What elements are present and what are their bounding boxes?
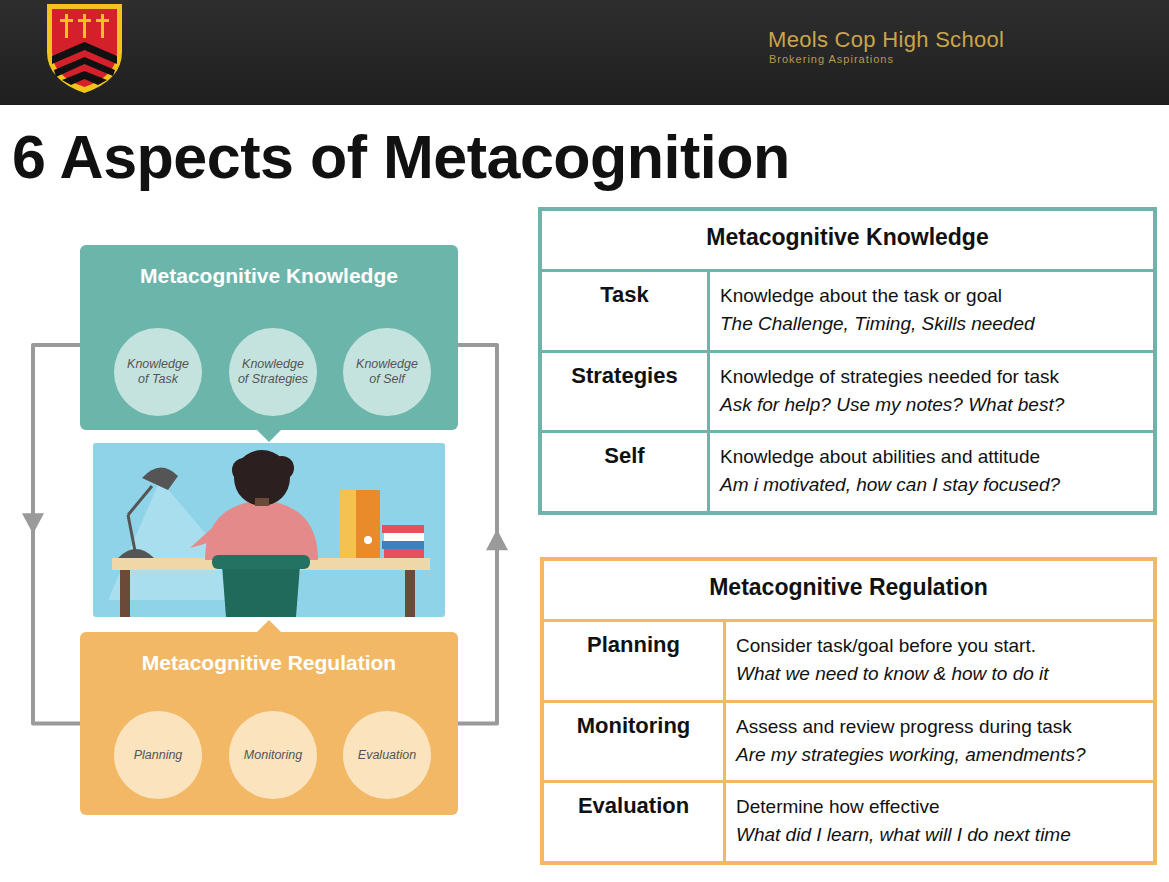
row-body-cell: Determine how effectiveWhat did I learn,… [736,793,1147,861]
loop-connector [22,345,80,724]
row-label-cell: Monitoring [544,703,726,781]
aspect-circle: Evaluation [343,711,431,799]
row-label: Evaluation [544,793,723,819]
arrow-head [486,529,508,550]
pointer-notch [257,430,281,442]
pointer-notch [257,620,281,632]
row-body-cell: Knowledge about abilities and attitudeAm… [720,443,1147,511]
row-example: Are my strategies working, amendments? [736,741,1147,769]
table-box: Metacognitive KnowledgeTaskKnowledge abo… [538,207,1157,515]
circle-label: Knowledge of Self [350,357,424,387]
table-row: Strategies Knowledge of strategies needed… [542,350,1153,431]
loop-connector [458,345,508,724]
row-label: Planning [544,632,723,658]
row-body-cell: Assess and review progress during taskAr… [736,713,1147,781]
row-body-cell: Knowledge about the task or goalThe Chal… [720,282,1147,350]
aspect-circle: Knowledge of Strategies [229,328,317,416]
row-label: Strategies [542,363,707,389]
circle-label: Knowledge of Strategies [236,357,310,387]
row-example: What we need to know & how to do it [736,660,1147,688]
circle-label: Planning [121,748,195,763]
panel-heading: Metacognitive Knowledge [90,263,448,289]
header-label: Meols Cop High School [768,27,1004,53]
header-label: Brokering Aspirations [769,53,894,65]
school-shield [47,4,122,93]
table-heading: Metacognitive Knowledge [542,224,1153,251]
aspect-circle: Knowledge of Task [114,328,202,416]
arrow-head [22,513,44,534]
table-box: Metacognitive RegulationPlanning Consider… [540,557,1157,865]
row-example: The Challenge, Timing, Skills needed [720,310,1147,338]
header-ground [0,0,1169,105]
row-body-cell: Knowledge of strategies needed for taskA… [720,363,1147,431]
table-row: Monitoring Assess and review progress dur… [544,700,1153,781]
panel-box: Metacognitive KnowledgeKnowledge of Task… [80,245,458,430]
row-label-cell: Task [542,272,710,350]
row-example: Ask for help? Use my notes? What best? [720,391,1147,419]
books [340,490,424,558]
row-body-cell: Consider task/goal before you start.What… [736,632,1147,700]
table-row: Self Knowledge about abilities and attitu… [542,430,1153,511]
row-description: Determine how effective [736,793,1147,821]
circle-label: Monitoring [236,748,310,763]
row-example: Am i motivated, how can I stay focused? [720,471,1147,499]
row-description: Assess and review progress during task [736,713,1147,741]
row-description: Knowledge of strategies needed for task [720,363,1147,391]
panel-box: Metacognitive RegulationPlanning Monitori… [80,632,458,815]
row-description: Knowledge about the task or goal [720,282,1147,310]
table-row: Task Knowledge about the task or goalThe … [542,269,1153,350]
row-label-cell: Planning [544,622,726,700]
row-label-cell: Evaluation [544,783,726,861]
circle-label: Knowledge of Task [121,357,195,387]
aspect-circle: Monitoring [229,711,317,799]
row-label: Task [542,282,707,308]
illustration-ground [93,443,445,617]
table-row: Evaluation Determine how effectiveWhat di… [544,780,1153,861]
circle-label: Evaluation [350,748,424,763]
row-description: Consider task/goal before you start. [736,632,1147,660]
aspect-circle: Planning [114,711,202,799]
row-description: Knowledge about abilities and attitude [720,443,1147,471]
table-heading: Metacognitive Regulation [544,574,1153,601]
row-label-cell: Strategies [542,353,710,431]
page-title: 6 Aspects of Metacognition [12,122,790,192]
row-label: Self [542,443,707,469]
row-label: Monitoring [544,713,723,739]
table-row: Planning Consider task/goal before you st… [544,619,1153,700]
connector-line [33,345,80,724]
connector-line [458,345,497,724]
panel-heading: Metacognitive Regulation [90,650,448,676]
student [190,450,318,617]
row-example: What did I learn, what will I do next ti… [736,821,1147,849]
aspect-circle: Knowledge of Self [343,328,431,416]
header-bar [0,0,1169,105]
row-label-cell: Self [542,433,710,511]
